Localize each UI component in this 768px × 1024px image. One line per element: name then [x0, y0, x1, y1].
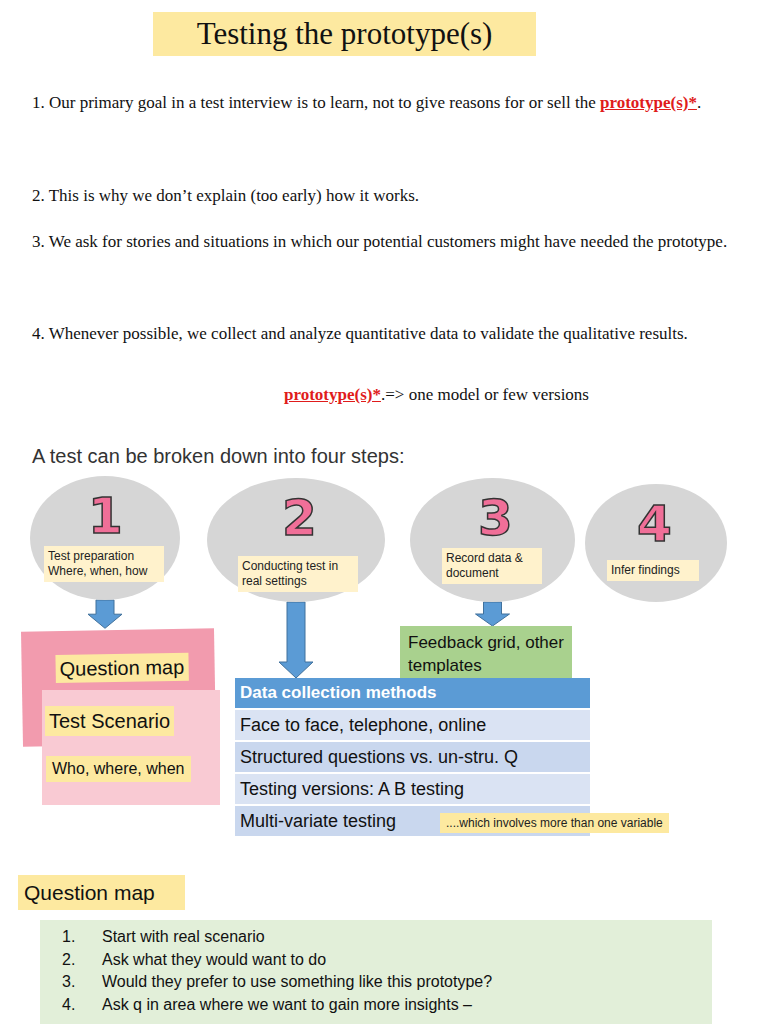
- list-panel: 1. Start with real scenario 2. Ask what the…: [40, 920, 712, 1024]
- step-label-box: Conducting test in real settings: [238, 556, 358, 592]
- list-number: 4.: [62, 994, 75, 1017]
- section-heading: A test can be broken down into four step…: [32, 443, 404, 469]
- step-circle: 4Infer findings: [585, 484, 727, 602]
- block-arrow: [279, 602, 313, 678]
- step-number: 3: [478, 490, 513, 546]
- section-heading: Question map: [18, 875, 185, 910]
- list-text: 4. Whenever possible, we collect and ana…: [32, 324, 688, 343]
- tool-detail: Who, where, when: [46, 756, 191, 782]
- list-item: Would they prefer to use something like …: [102, 971, 492, 994]
- table-cell: Structured questions vs. un-stru. Q: [235, 740, 590, 772]
- output-box: Feedback grid, other templates: [400, 626, 572, 682]
- step-circle: 3Record data & document: [410, 478, 575, 602]
- step-label: Test preparation Where, when, how: [48, 549, 160, 579]
- tool-title: Test Scenario: [45, 706, 174, 736]
- step-label: Conducting test in real settings: [242, 559, 354, 589]
- highlight-term: prototype(s)*: [600, 93, 697, 112]
- list-text: 2. This is why we don’t explain (too ear…: [32, 186, 419, 205]
- list-item: 3. We ask for stories and situations in …: [32, 219, 732, 265]
- output-text: Feedback grid, other templates: [408, 631, 564, 677]
- step-label-box: Infer findings: [607, 560, 699, 581]
- punctuation: .: [697, 93, 701, 112]
- step-circle: 2Conducting test in real settings: [207, 478, 385, 602]
- list-text: 3. We ask for stories and situations in …: [32, 232, 727, 251]
- tool-title: Question map: [55, 653, 188, 683]
- footnote: prototype(s)*.=> one model or few versio…: [284, 384, 589, 406]
- list-number: 1.: [62, 926, 75, 949]
- list-number: 2.: [62, 949, 75, 972]
- list-text: 1. Our primary goal in a test interview …: [32, 93, 596, 112]
- list-item: Ask q in area where we want to gain more…: [102, 994, 472, 1017]
- highlight-term: prototype(s)*: [284, 385, 381, 404]
- heading-text: A test can be broken down into four step…: [32, 445, 404, 467]
- step-label-box: Record data & document: [442, 548, 542, 584]
- block-arrow: [476, 602, 510, 626]
- note: ....which involves more than one variabl…: [440, 813, 669, 833]
- list-item: Ask what they would want to do: [102, 949, 326, 972]
- page-title: Testing the prototype(s): [153, 12, 536, 56]
- list-number: 3.: [62, 971, 75, 994]
- block-arrow: [88, 600, 122, 628]
- step-number: 2: [282, 490, 317, 546]
- step-label: Record data & document: [446, 551, 538, 581]
- step-circle: 1Test preparation Where, when, how: [30, 476, 180, 600]
- step-label-box: Test preparation Where, when, how: [44, 546, 164, 582]
- footnote-text: .=> one model or few versions: [381, 385, 589, 404]
- table-cell: Testing versions: A B testing: [235, 772, 590, 804]
- tool-panel: Test ScenarioWho, where, when: [42, 690, 220, 805]
- list-item: 2. This is why we don’t explain (too ear…: [32, 173, 732, 219]
- step-number: 4: [637, 496, 672, 552]
- table-cell: Face to face, telephone, online: [235, 708, 590, 740]
- list-item: 1. Our primary goal in a test interview …: [32, 80, 732, 126]
- table-header: Data collection methods: [235, 678, 590, 708]
- step-number: 1: [88, 488, 123, 544]
- list-item: 4. Whenever possible, we collect and ana…: [32, 311, 732, 357]
- heading-text: Question map: [24, 878, 179, 907]
- note-text: ....which involves more than one variabl…: [446, 816, 663, 830]
- step-label: Infer findings: [611, 563, 695, 578]
- list-item: Start with real scenario: [102, 926, 265, 949]
